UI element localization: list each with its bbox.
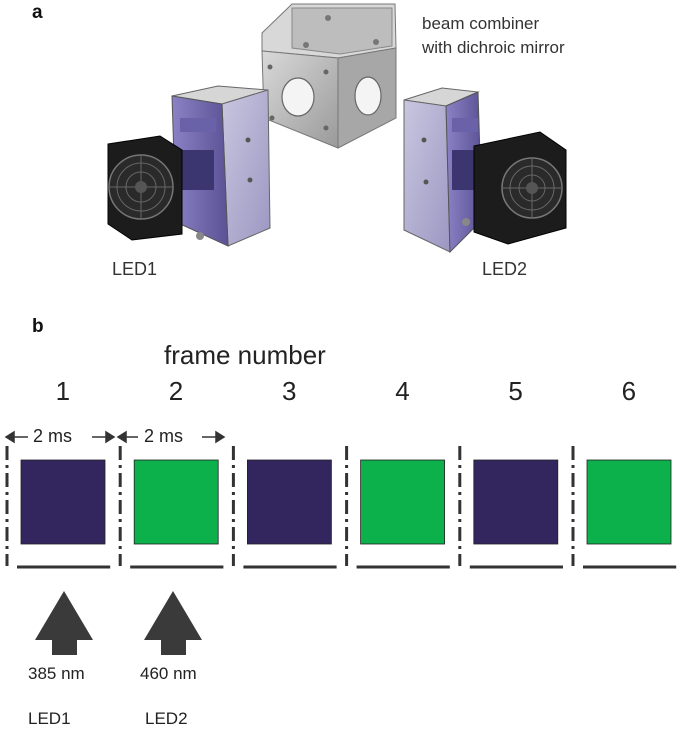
frame-square-1 (20, 459, 106, 545)
frame-dividers (5, 446, 575, 566)
frame-number-6: 6 (621, 376, 637, 406)
frame-number-5: 5 (508, 376, 523, 406)
frame-square-3 (246, 459, 332, 545)
duration-arrow-2 (116, 430, 226, 444)
beam-combiner-label-line1: beam combiner (422, 14, 540, 33)
led2-module (403, 87, 567, 254)
led1-module (107, 85, 271, 247)
beam-combiner-label-line2: with dichroic mirror (422, 38, 565, 57)
frame-square-4 (360, 459, 446, 545)
frame-number-4: 4 (395, 376, 410, 406)
frame-number-3: 3 (282, 376, 297, 406)
frame-square-2 (133, 459, 219, 545)
wavelength-label-2: 460 nm (140, 664, 197, 683)
duration-label-2: 2 ms (144, 426, 184, 446)
frame-square-6 (586, 459, 672, 545)
led2-label: LED2 (482, 259, 528, 279)
frame-squares (20, 459, 672, 545)
excitation-arrow-1 (35, 591, 93, 655)
frame-number-title: frame number (164, 340, 326, 370)
arrow-led-label-1: LED1 (28, 709, 71, 728)
wavelength-label-1: 385 nm (28, 664, 85, 683)
frame-square-5 (473, 459, 559, 545)
arrow-led-label-2: LED2 (145, 709, 188, 728)
panel-a-letter: a (32, 2, 43, 23)
panel-b-letter: b (32, 316, 44, 337)
led1-label: LED1 (112, 259, 158, 279)
duration-arrow-1 (4, 430, 116, 444)
frame-number-2: 2 (168, 376, 184, 406)
excitation-arrow-2 (144, 591, 202, 655)
beam-combiner-cube (261, 3, 397, 149)
frame-number-1: 1 (55, 376, 71, 406)
duration-label-1: 2 ms (33, 426, 73, 446)
